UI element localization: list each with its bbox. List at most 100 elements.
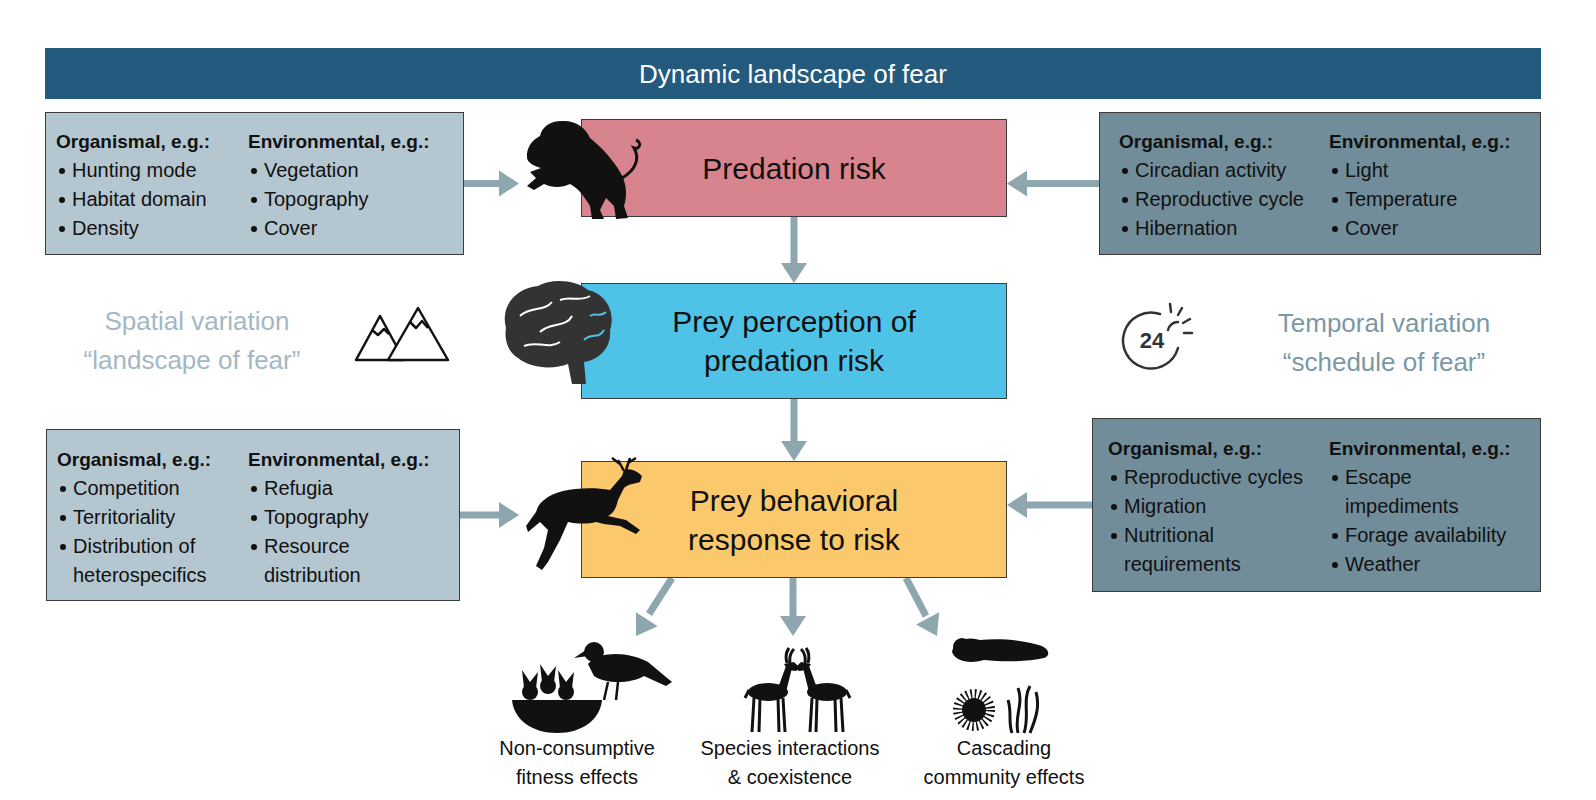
arrowhead bbox=[499, 171, 519, 197]
gazelle-silhouette-part bbox=[784, 662, 800, 671]
bullet-slot bbox=[1329, 521, 1345, 550]
bullet-row: Distribution of heterospecifics bbox=[57, 532, 248, 590]
text-column: Organismal, e.g.:Hunting modeHabitat dom… bbox=[56, 127, 248, 244]
bird-nest-silhouette-part bbox=[574, 650, 588, 658]
outcome-label: Cascading community effects bbox=[914, 734, 1094, 792]
bullet-slot bbox=[57, 503, 73, 532]
arrow-shaft bbox=[460, 512, 503, 519]
lion-silhouette-part bbox=[527, 121, 628, 219]
heading-row: Organismal, e.g.: bbox=[57, 445, 248, 474]
flow-arrow bbox=[781, 217, 807, 283]
gazelle-silhouette bbox=[795, 648, 850, 732]
arrowhead bbox=[781, 263, 807, 283]
bullet-row: Competition bbox=[57, 474, 248, 503]
bullet-item: Hibernation bbox=[1135, 214, 1329, 243]
factor-box: Organismal, e.g.:CompetitionTerritoriali… bbox=[46, 429, 460, 601]
mountain-icon bbox=[356, 308, 448, 360]
arrowhead bbox=[1007, 492, 1027, 518]
bullet-dot bbox=[60, 486, 66, 492]
deer-silhouette bbox=[526, 458, 642, 570]
mountain-icon-part bbox=[372, 321, 428, 335]
stage-box: Predation risk bbox=[581, 119, 1007, 217]
bullet-item: Habitat domain bbox=[72, 185, 248, 214]
deer-silhouette-part bbox=[612, 458, 636, 471]
bullet-dot bbox=[1122, 226, 1128, 232]
arrow-shaft bbox=[791, 399, 798, 445]
bullet-row: Vegetation bbox=[248, 156, 453, 185]
otter-urchin-kelp-silhouette-part bbox=[958, 694, 990, 726]
bullet-dot bbox=[1332, 197, 1338, 203]
bird-nest-silhouette-part bbox=[604, 682, 618, 700]
heading-row: Environmental, e.g.: bbox=[1329, 127, 1534, 156]
bullet-slot bbox=[56, 214, 72, 243]
outcome-arrows bbox=[636, 578, 939, 636]
bullet-dot bbox=[1332, 168, 1338, 174]
text-column: Environmental, e.g.:LightTemperatureCove… bbox=[1329, 127, 1534, 244]
stage-label: Prey perception of predation risk bbox=[634, 302, 954, 380]
bullet-dot bbox=[251, 515, 257, 521]
heading-row: Organismal, e.g.: bbox=[1119, 127, 1329, 156]
gazelle-silhouette-part bbox=[795, 662, 811, 671]
gazelle-silhouette-part bbox=[807, 683, 847, 701]
bullet-slot bbox=[1329, 550, 1345, 579]
bullet-row: Topography bbox=[248, 503, 443, 532]
bullet-dot bbox=[251, 226, 257, 232]
bullet-row: Topography bbox=[248, 185, 453, 214]
box-heading: Environmental, e.g.: bbox=[248, 131, 430, 152]
otter-urchin-kelp-silhouette-part bbox=[962, 698, 986, 722]
bullet-row: Temperature bbox=[1329, 185, 1534, 214]
brain-silhouette-part bbox=[505, 281, 612, 384]
otter-urchin-kelp-silhouette-part bbox=[952, 639, 1048, 662]
bullet-dot bbox=[251, 544, 257, 550]
bullet-item: Forage availability bbox=[1345, 521, 1529, 550]
bullet-dot bbox=[251, 168, 257, 174]
otter-urchin-kelp-silhouette-part bbox=[953, 638, 971, 656]
bullet-dot bbox=[59, 226, 65, 232]
bullet-item: Refugia bbox=[264, 474, 443, 503]
factor-box: Organismal, e.g.:Hunting modeHabitat dom… bbox=[45, 112, 464, 255]
gazelle-silhouette-part bbox=[803, 666, 817, 692]
outcome-arrow bbox=[790, 578, 797, 620]
bullet-item: Distribution of heterospecifics bbox=[73, 532, 248, 590]
bullet-slot bbox=[248, 185, 264, 214]
bullet-slot bbox=[1329, 156, 1345, 185]
axis-caption: “schedule of fear” bbox=[1244, 345, 1524, 379]
bullet-item: Reproductive cycles bbox=[1124, 463, 1329, 492]
arrowhead bbox=[781, 441, 807, 461]
arrowhead bbox=[499, 502, 519, 528]
heading-row: Organismal, e.g.: bbox=[1108, 434, 1329, 463]
bullet-dot bbox=[251, 486, 257, 492]
heading-row: Environmental, e.g.: bbox=[248, 127, 453, 156]
bullet-row: Cover bbox=[248, 214, 453, 243]
factor-box: Organismal, e.g.:Reproductive cyclesMigr… bbox=[1092, 418, 1541, 592]
bullet-slot bbox=[1108, 521, 1124, 550]
flow-arrow bbox=[1007, 171, 1099, 197]
bullet-row: Reproductive cycles bbox=[1108, 463, 1329, 492]
stage-box: Prey behavioral response to risk bbox=[581, 461, 1007, 578]
flow-arrow bbox=[464, 171, 519, 197]
axis-caption: “landscape of fear” bbox=[52, 343, 332, 377]
bullet-row: Weather bbox=[1329, 550, 1529, 579]
outcome-arrowhead bbox=[636, 612, 658, 636]
bullet-slot bbox=[1329, 214, 1345, 243]
bullet-dot bbox=[1122, 197, 1128, 203]
bullet-slot bbox=[56, 185, 72, 214]
bullet-row: Hibernation bbox=[1119, 214, 1329, 243]
arrowhead bbox=[1007, 171, 1027, 197]
bullet-item: Topography bbox=[264, 503, 443, 532]
mountain-icon-part bbox=[388, 308, 448, 360]
bird-nest-silhouette-part bbox=[558, 670, 574, 688]
bird-nest-silhouette-part bbox=[522, 670, 538, 688]
deer-silhouette-part bbox=[526, 469, 642, 570]
bullet-item: Topography bbox=[264, 185, 453, 214]
brain-silhouette bbox=[505, 281, 612, 384]
bullet-item: Competition bbox=[73, 474, 248, 503]
stage-label: Prey behavioral response to risk bbox=[634, 481, 954, 559]
text-column: Organismal, e.g.:CompetitionTerritoriali… bbox=[57, 445, 248, 590]
bullet-item: Cover bbox=[1345, 214, 1534, 243]
bullet-slot bbox=[1329, 463, 1345, 492]
bullet-dot bbox=[1111, 475, 1117, 481]
bullet-item: Migration bbox=[1124, 492, 1329, 521]
